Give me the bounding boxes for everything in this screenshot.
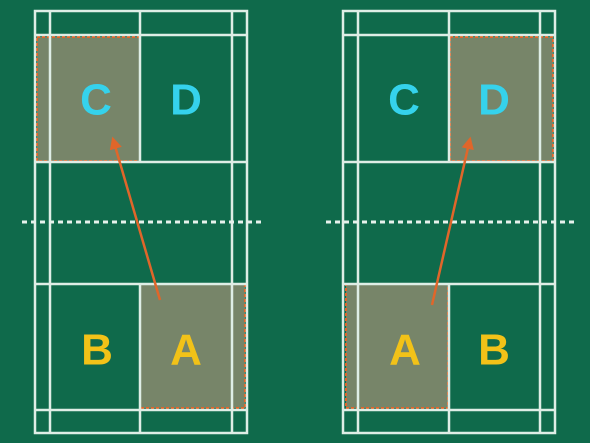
zone-label-bottom-right: B bbox=[478, 326, 510, 375]
zone-label-top-left: C bbox=[388, 76, 420, 125]
zone-label-bottom-right: A bbox=[170, 326, 202, 375]
court-right: C D A B bbox=[326, 9, 574, 435]
court-left: C D B A bbox=[22, 9, 264, 435]
zone-label-bottom-left: B bbox=[81, 326, 113, 375]
serve-arrow bbox=[430, 136, 474, 306]
service-box-highlight-top-left bbox=[36, 36, 141, 162]
zone-label-top-right: D bbox=[170, 76, 202, 125]
zone-label-bottom-left: A bbox=[389, 326, 421, 375]
zone-label-top-right: D bbox=[478, 76, 510, 125]
zone-label-top-left: C bbox=[80, 76, 112, 125]
serve-arrow bbox=[109, 136, 162, 301]
